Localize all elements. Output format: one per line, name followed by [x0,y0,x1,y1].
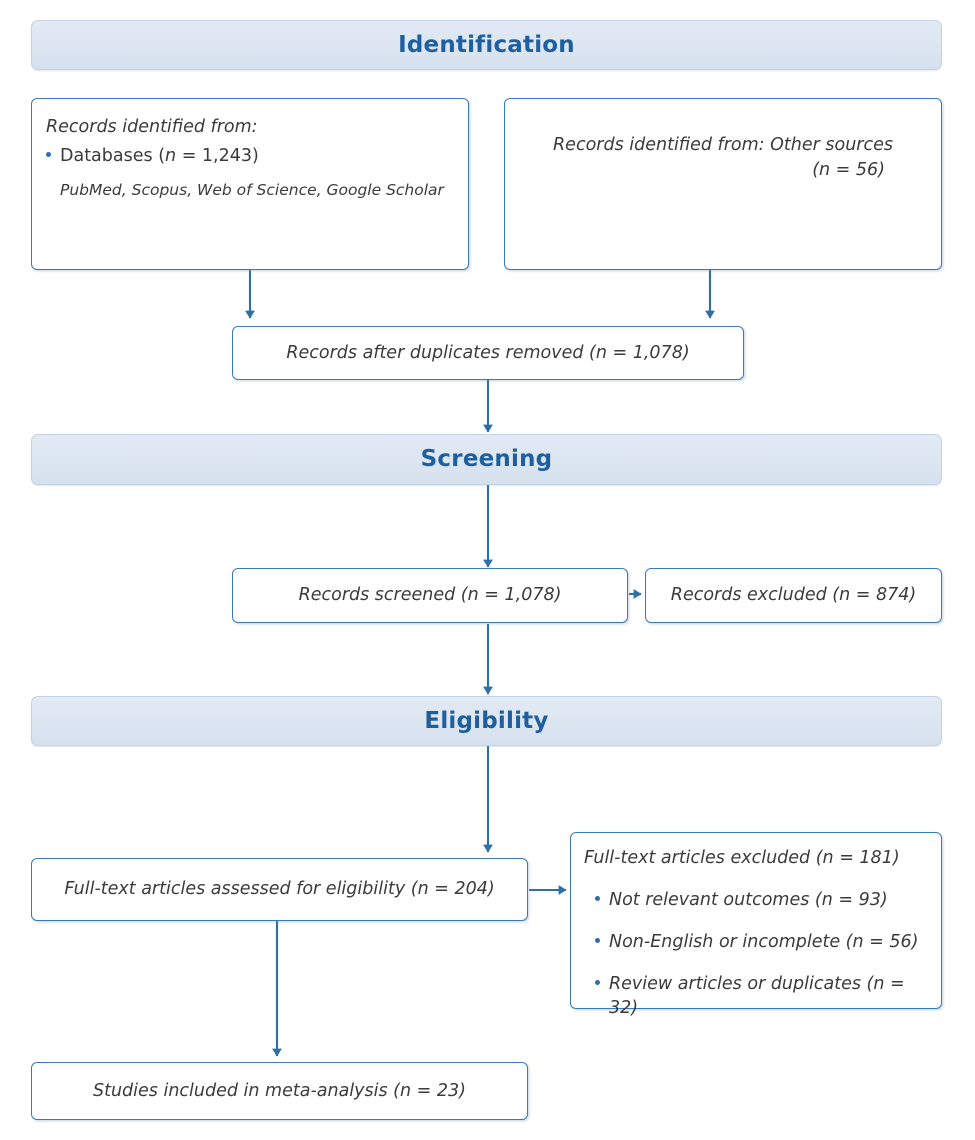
databases-bullet-row: Databases (n = 1,243) [46,144,454,169]
list-item: Not relevant outcomes (n = 93) [595,888,931,913]
node-body: Studies included in meta-analysis (n = 2… [32,1063,527,1119]
duplicates-removed-text: Records after duplicates removed (n = 1,… [286,342,690,363]
node-studies-included: Studies included in meta-analysis (n = 2… [31,1062,528,1120]
reason-text: Review articles or duplicates (n = 32) [609,973,905,1019]
reason-text: Non-English or incomplete (n = 56) [609,931,919,952]
reason-text: Not relevant outcomes (n = 93) [609,889,888,910]
databases-n-value: = 1,243) [176,145,259,166]
stage-band-identification: Identification [31,20,942,70]
studies-included-text: Studies included in meta-analysis (n = 2… [92,1080,466,1101]
databases-source-list: PubMed, Scopus, Web of Science, Google S… [60,180,444,199]
stage-label-screening: Screening [420,446,553,472]
bullet-icon [595,895,600,901]
node-body: Records identified from: Databases (n = … [32,99,468,269]
fulltext-excluded-reason-list: Not relevant outcomes (n = 93) Non-Engli… [584,888,931,1021]
node-body: Records after duplicates removed (n = 1,… [233,327,743,379]
node-records-screened: Records screened (n = 1,078) [232,568,628,623]
databases-heading: Records identified from: [46,117,258,137]
node-body: Records excluded (n = 874) [646,569,941,622]
records-excluded-text: Records excluded (n = 874) [670,585,917,606]
other-sources-line2: (n = 56) [812,159,885,180]
fulltext-excluded-heading: Full-text articles excluded (n = 181) [584,848,900,868]
list-item: Non-English or incomplete (n = 56) [595,930,931,955]
stage-label-eligibility: Eligibility [424,707,549,734]
node-body: Full-text articles assessed for eligibil… [32,859,527,920]
databases-paren-open: ( [158,145,166,166]
other-sources-line1: Records identified from: Other sources [553,135,893,155]
node-body: Records screened (n = 1,078) [233,569,627,622]
node-records-excluded: Records excluded (n = 874) [645,568,942,623]
databases-bullet-text: Databases (n = 1,243) [60,144,454,169]
stage-band-screening: Screening [31,434,942,485]
node-records-identified-databases: Records identified from: Databases (n = … [31,98,469,270]
stage-label-identification: Identification [398,31,575,58]
databases-bullet-label: Databases [60,145,153,166]
databases-n-variable: n [165,145,177,166]
node-records-after-duplicates-removed: Records after duplicates removed (n = 1,… [232,326,744,380]
node-fulltext-articles-assessed: Full-text articles assessed for eligibil… [31,858,528,921]
fulltext-assessed-text: Full-text articles assessed for eligibil… [64,879,495,900]
bullet-icon [595,979,600,985]
list-item: Review articles or duplicates (n = 32) [595,972,931,1022]
bullet-icon [46,151,51,157]
node-records-identified-other-sources: Records identified from: Other sources (… [504,98,942,270]
records-screened-text: Records screened (n = 1,078) [298,585,562,606]
node-body: Records identified from: Other sources (… [505,99,941,269]
node-fulltext-articles-excluded: Full-text articles excluded (n = 181) No… [570,832,942,1018]
bullet-icon [595,937,600,943]
node-body: Full-text articles excluded (n = 181) No… [571,833,941,1018]
stage-band-eligibility: Eligibility [31,696,942,746]
